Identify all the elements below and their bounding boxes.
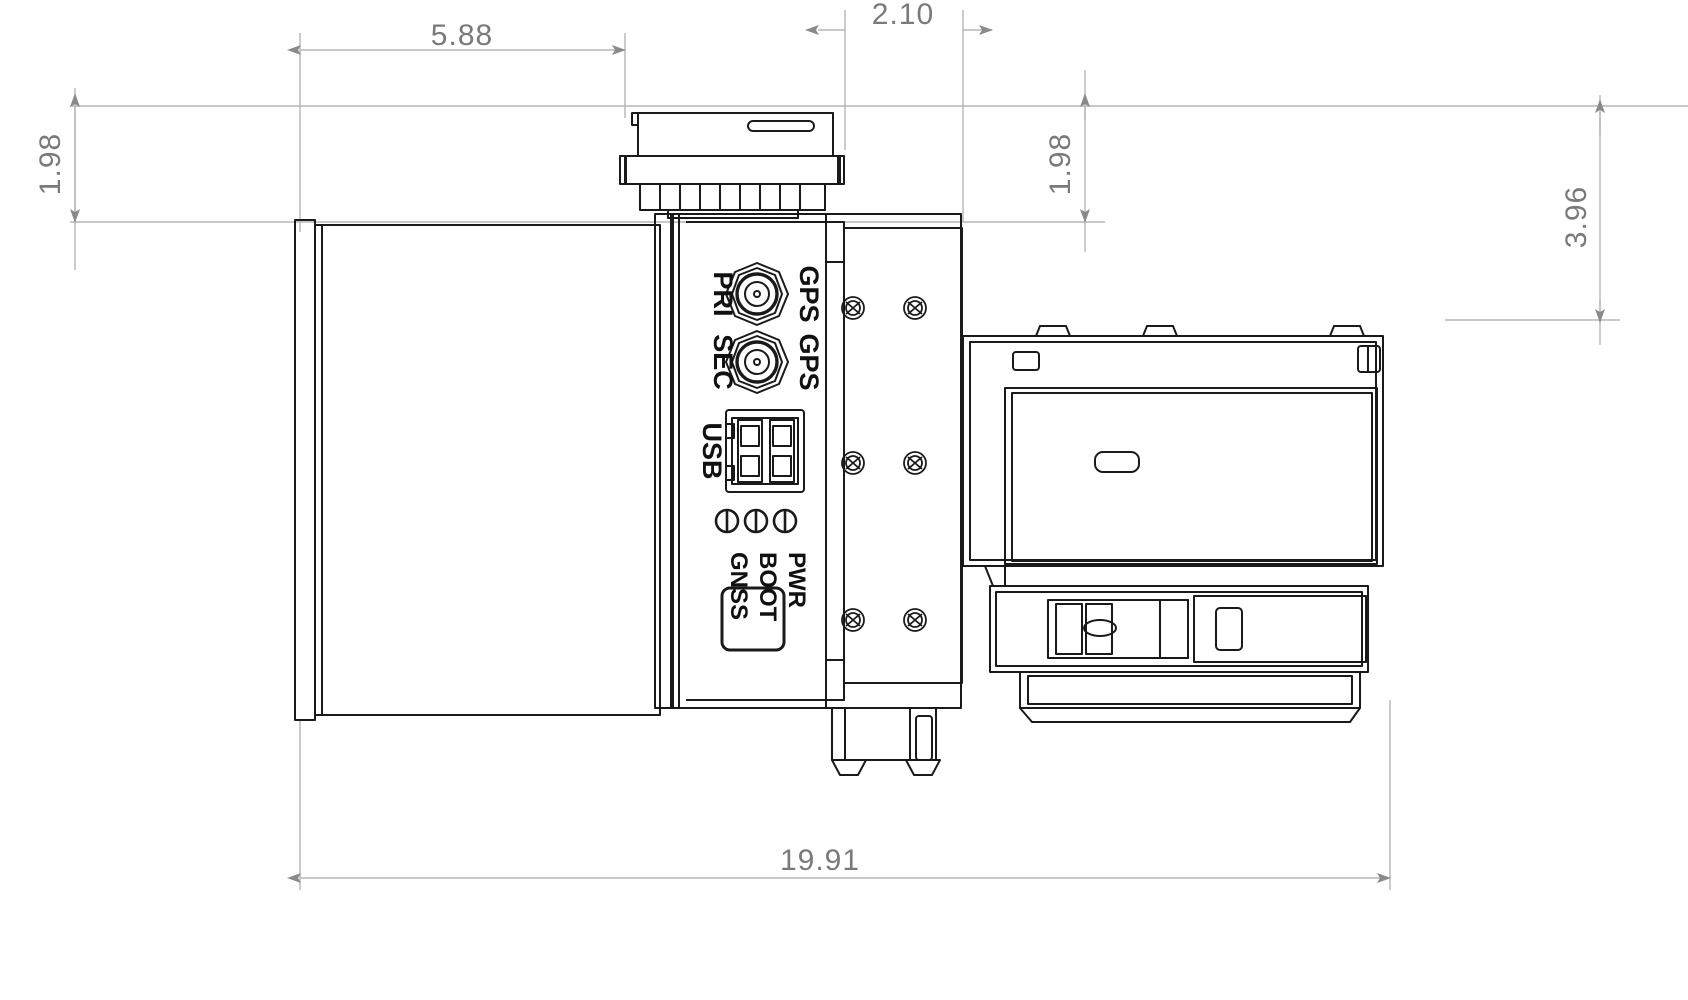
led-pwr-label: PWR <box>783 552 810 608</box>
bottom-mount-assembly <box>831 707 941 776</box>
gps-pri-label: PRI <box>708 271 738 316</box>
led-boot-label: BOOT <box>754 552 781 622</box>
dim-1-98-right-text: 1.98 <box>1044 133 1077 195</box>
gps-secondary-connector <box>725 330 789 394</box>
extension-lines <box>70 10 1688 890</box>
gps-pri-type-label: GPS <box>794 265 824 322</box>
status-led-group <box>714 508 798 534</box>
led-label-layer: PWR BOOT GNSS <box>725 552 810 622</box>
led-boot <box>743 508 769 534</box>
dim-3-96-text: 3.96 <box>1560 186 1593 248</box>
dim-5-88-text: 5.88 <box>431 19 493 52</box>
gps-primary-connector <box>725 262 789 326</box>
device-geometry-layer <box>294 112 1384 776</box>
dimension-text-layer: 5.88 2.10 1.98 1.98 3.96 19.91 <box>34 0 1593 877</box>
top-antenna-connector <box>619 112 845 219</box>
led-pwr <box>772 508 798 534</box>
led-gnss-label: GNSS <box>725 552 752 620</box>
right-lower-clamp <box>989 585 1369 723</box>
usb-label: USB <box>697 422 727 479</box>
dimension-lines-layer <box>70 10 1688 890</box>
port-label-layer: PRI GPS SEC GPS USB <box>697 265 824 479</box>
screw <box>903 296 927 320</box>
led-gnss <box>714 508 740 534</box>
screw <box>903 451 927 475</box>
gps-sec-label: SEC <box>708 334 738 390</box>
screw <box>841 296 865 320</box>
chassis-screws <box>841 296 927 632</box>
dim-1-98-left-text: 1.98 <box>34 133 67 195</box>
usb-port-stack <box>725 409 805 493</box>
gps-sec-type-label: GPS <box>794 333 824 390</box>
dim-2-10-text: 2.10 <box>872 0 934 31</box>
left-enclosure <box>294 213 674 721</box>
dim-19-91-text: 19.91 <box>780 844 860 877</box>
screw <box>903 608 927 632</box>
right-module <box>962 325 1384 587</box>
screw <box>841 608 865 632</box>
screw <box>841 451 865 475</box>
faceplate-recess <box>720 586 786 652</box>
